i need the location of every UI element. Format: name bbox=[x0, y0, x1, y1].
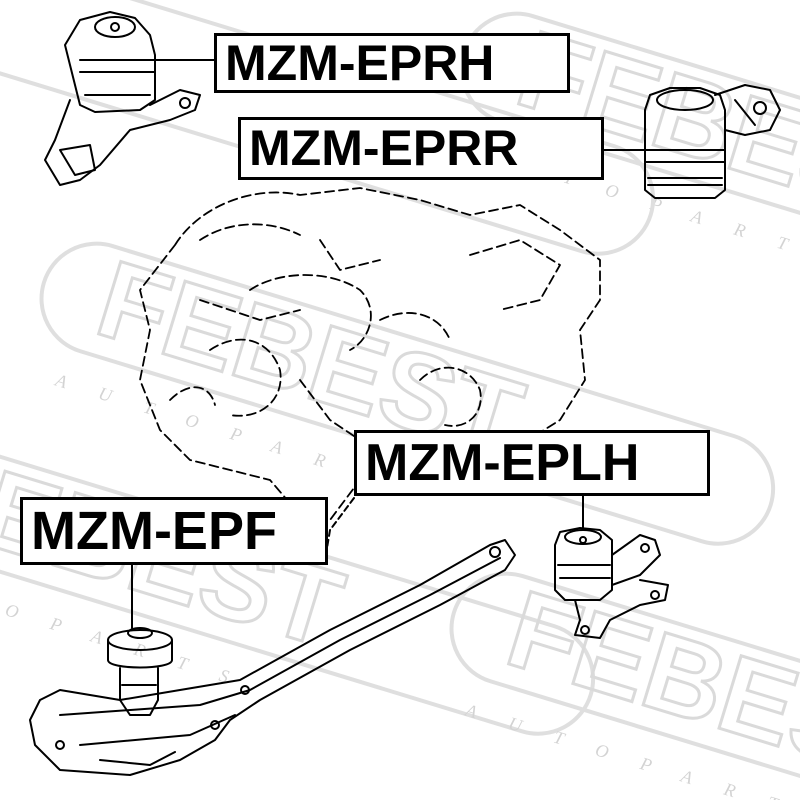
crossmember-icon bbox=[29, 539, 516, 776]
engine-outline-icon bbox=[139, 187, 601, 521]
part-label-epf: MZM-EPF bbox=[20, 497, 328, 565]
part-label-eprh: MZM-EPRH bbox=[214, 33, 570, 93]
mount-eprr-icon bbox=[603, 84, 781, 199]
mount-eplh-icon bbox=[554, 495, 669, 639]
part-label-eplh: MZM-EPLH bbox=[354, 430, 710, 496]
mount-eprh-icon bbox=[44, 11, 215, 186]
part-label-eprr: MZM-EPRR bbox=[238, 117, 604, 180]
